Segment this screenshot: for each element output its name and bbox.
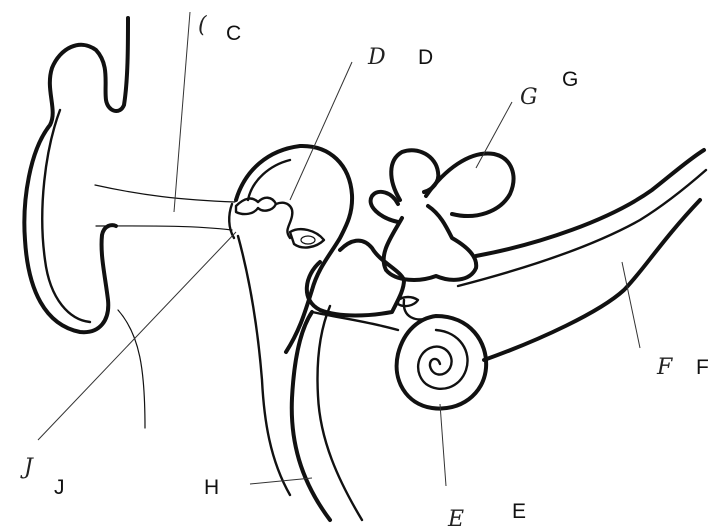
oval-window bbox=[398, 297, 418, 306]
label-G-handwritten: G bbox=[520, 85, 538, 110]
semicircular-canal-lateral bbox=[371, 192, 398, 222]
malleus bbox=[236, 198, 276, 214]
label-F: F bbox=[696, 356, 709, 379]
pinna-inner-fold bbox=[42, 110, 90, 322]
stapes-footplate bbox=[301, 236, 315, 244]
label-C-handwritten: ( bbox=[198, 13, 207, 38]
label-C: C bbox=[226, 22, 241, 45]
semicircular-canal-anterior bbox=[391, 150, 438, 200]
canal-floor-line bbox=[118, 310, 145, 428]
label-J: J bbox=[54, 476, 65, 499]
vestibule bbox=[307, 241, 404, 316]
leader-C bbox=[174, 12, 190, 212]
label-F-handwritten: F bbox=[656, 355, 673, 380]
eustachian-tube-upper bbox=[292, 312, 330, 520]
ear-canal-upper bbox=[95, 185, 235, 202]
stapes bbox=[290, 229, 324, 247]
pinna-outline bbox=[24, 18, 128, 332]
label-D: D bbox=[418, 46, 433, 69]
label-G: G bbox=[562, 68, 578, 91]
leader-D bbox=[290, 62, 352, 200]
semicircular-canal-posterior bbox=[426, 153, 513, 215]
leader-E bbox=[440, 404, 446, 486]
leader-J bbox=[38, 232, 236, 440]
label-J-handwritten: J bbox=[20, 455, 34, 480]
label-E-handwritten: E bbox=[447, 507, 464, 529]
label-D-handwritten: D bbox=[367, 45, 386, 70]
cochlea-spiral bbox=[418, 330, 467, 389]
label-H: H bbox=[204, 476, 219, 499]
middle-ear-outline bbox=[236, 146, 352, 352]
temporal-wall bbox=[238, 236, 290, 495]
eardrum bbox=[229, 204, 234, 238]
eustachian-tube-lower bbox=[318, 306, 363, 520]
label-E: E bbox=[512, 500, 526, 523]
